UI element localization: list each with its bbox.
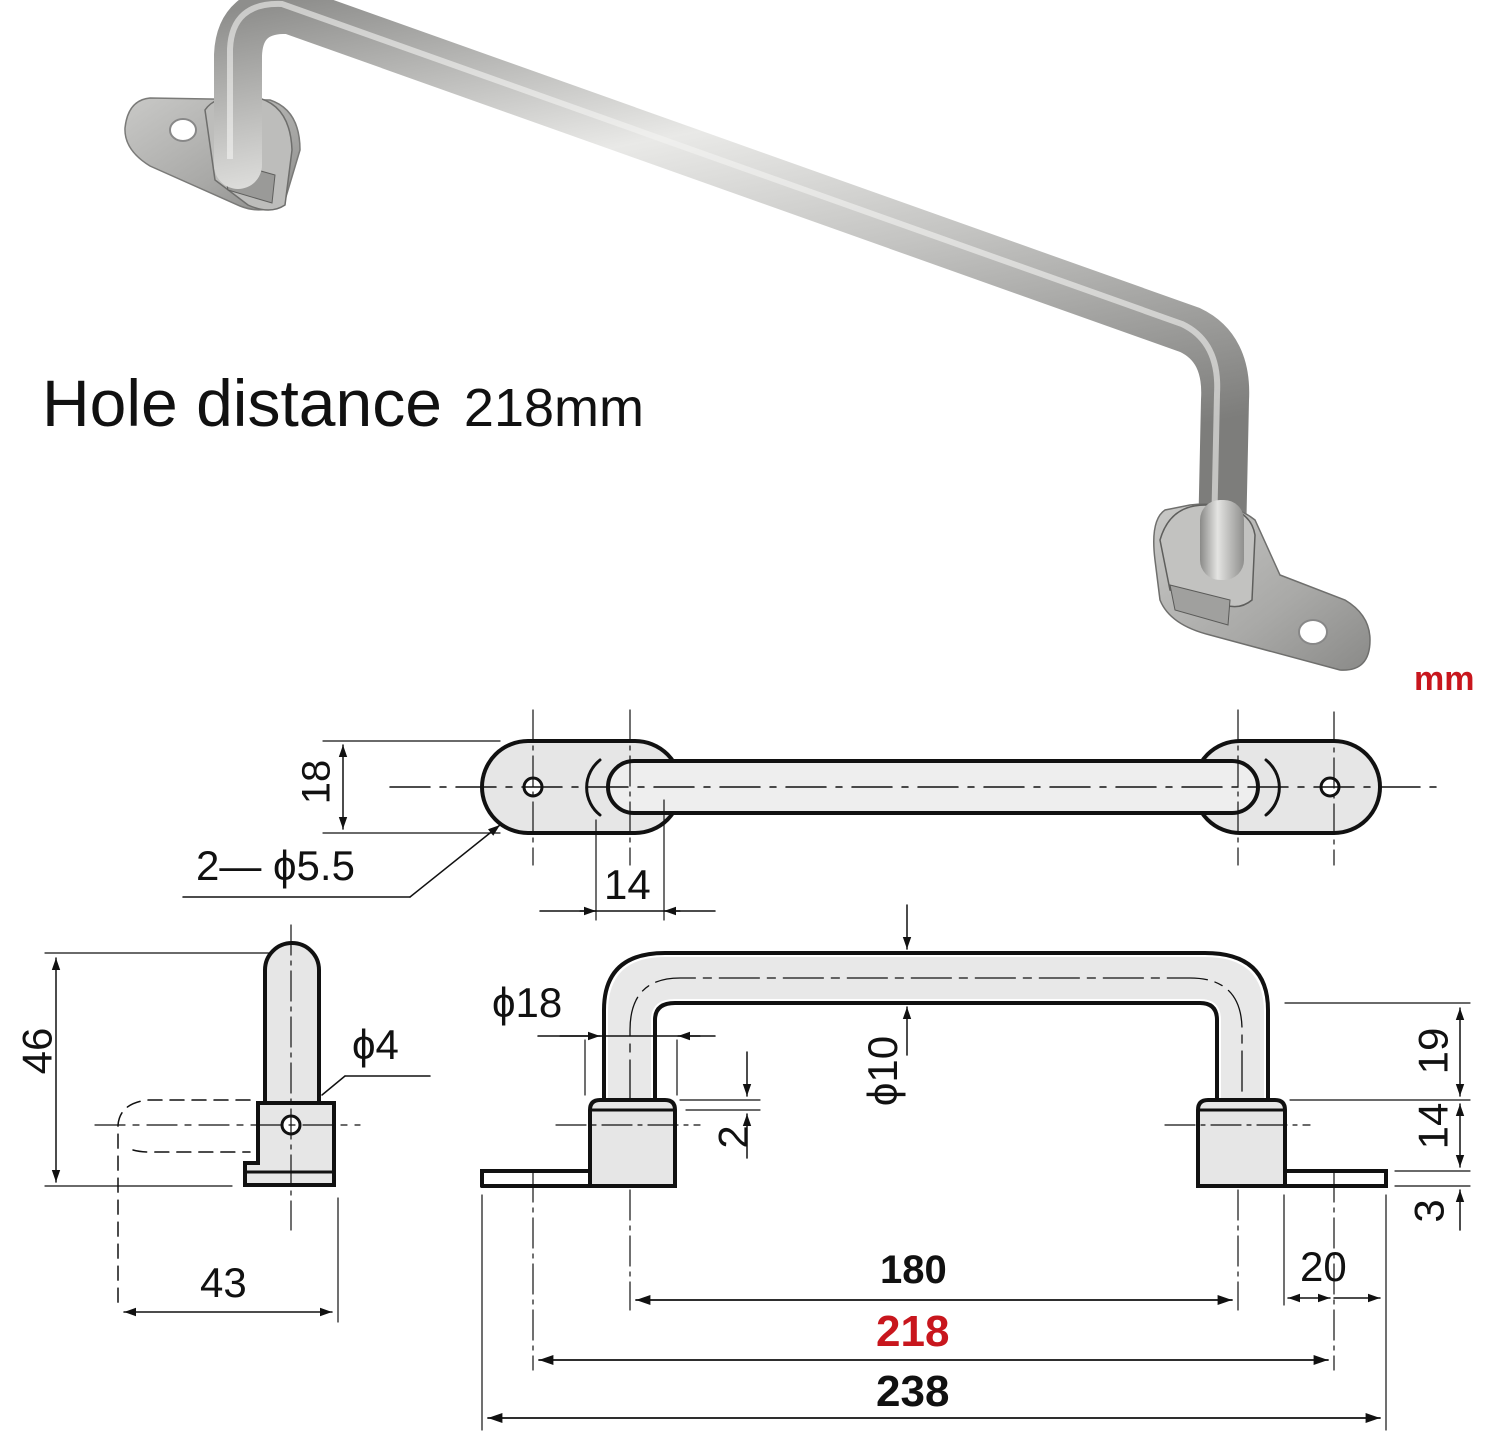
dim-bend-diameter: ϕ18	[492, 979, 563, 1026]
product-photo	[124, 0, 1371, 671]
dim-holes: 2— ϕ5.5	[196, 842, 355, 889]
units-label: mm	[1414, 660, 1475, 698]
dim-depth: 43	[200, 1259, 247, 1306]
caption-value: 218mm	[463, 378, 644, 438]
dim-base-offset: 14	[604, 861, 651, 908]
dim-overall-length: 238	[876, 1367, 950, 1416]
caption-label: Hole distance	[42, 366, 442, 440]
hole-distance-caption: Hole distance 218mm	[42, 365, 644, 441]
front-view	[480, 904, 1471, 1431]
dim-plate-thickness: 3	[1405, 1199, 1453, 1223]
dim-inner-span: 180	[880, 1248, 947, 1292]
dim-pin-diameter: ϕ4	[352, 1021, 399, 1068]
top-view	[182, 709, 1441, 921]
right-mount-plate	[1153, 500, 1371, 671]
dim-collar-gap: 2	[709, 1125, 757, 1149]
dim-upper-height: 19	[1409, 1027, 1457, 1075]
side-view	[44, 924, 431, 1323]
dim-height: 46	[13, 1027, 61, 1075]
dim-plate-tab: 20	[1300, 1243, 1347, 1290]
dim-base-width: 18	[294, 759, 339, 805]
dim-hole-distance: 218	[876, 1307, 950, 1356]
dim-base-height: 14	[1409, 1102, 1457, 1150]
dim-rod-diameter: ϕ10	[859, 1035, 907, 1107]
